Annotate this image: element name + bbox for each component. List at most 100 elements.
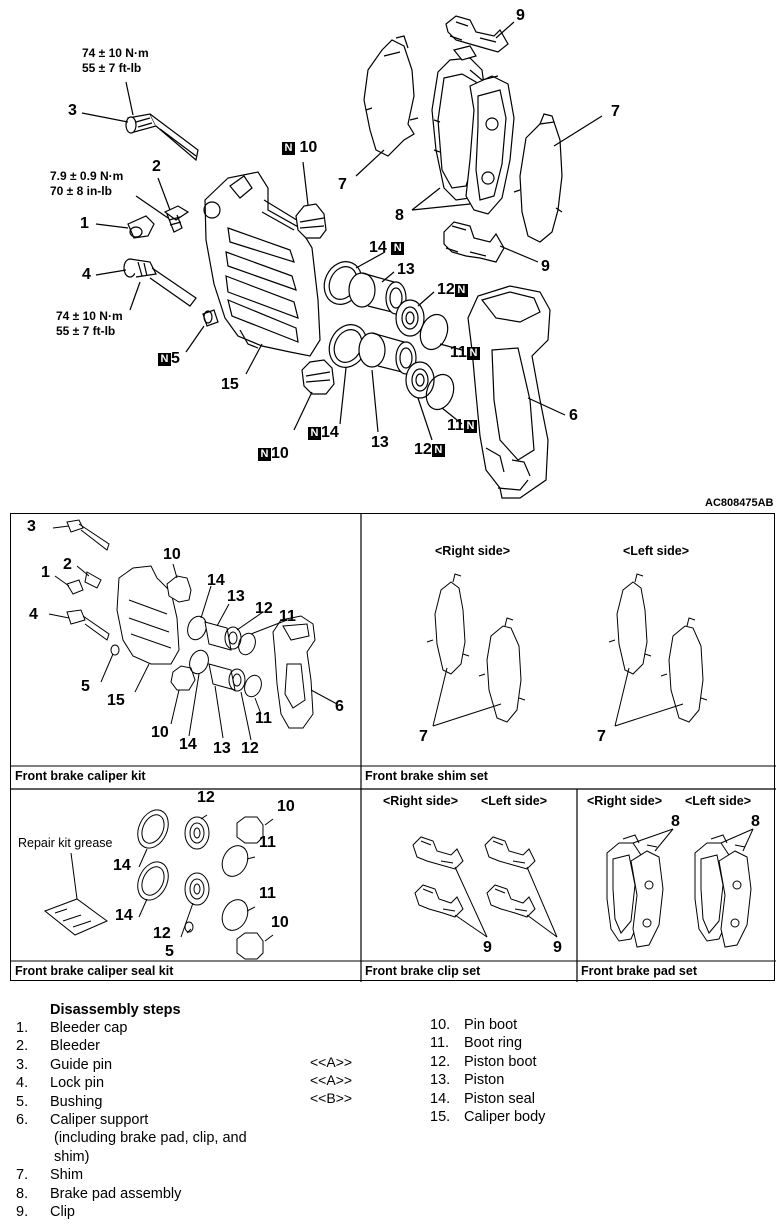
new-part-mark: N (431, 444, 445, 457)
shim-inner-drawing (513, 113, 563, 243)
callout-13b: 13 (371, 434, 389, 451)
left-step-text: Caliper support (50, 1112, 149, 1128)
clip-right-side-label: <Right side> (383, 794, 459, 808)
piston-boot-upper-drawing (395, 299, 425, 337)
seal-label-12b: 12 (153, 925, 171, 942)
callout-10b: 10 (271, 445, 289, 462)
leader-11a (439, 343, 463, 351)
shim-right-side-label: <Right side> (435, 544, 511, 558)
torque-guide-pin-metric: 74 ± 10 N·m (82, 46, 149, 60)
figure-id: AC808475AB (705, 497, 774, 509)
seal-kit-drawing (44, 809, 274, 960)
left-step-text: Bushing (50, 1093, 103, 1110)
boot-ring-lower-drawing (425, 373, 455, 411)
clip-set-drawing (412, 836, 558, 938)
leader-12a (417, 291, 435, 307)
callout-3: 3 (68, 102, 77, 119)
piston-lower-drawing (358, 332, 417, 375)
seal-label-12a: 12 (197, 789, 215, 806)
leader-7a (355, 149, 385, 177)
clip-right-label-9: 9 (483, 939, 492, 956)
piston-boot-lower-drawing (405, 361, 435, 399)
caliper-support-drawing (467, 285, 551, 499)
lock-pin-drawing (123, 258, 197, 307)
seal-label-14a: 14 (113, 857, 131, 874)
callout-6: 6 (569, 407, 578, 424)
shim-set-cell: <Right side> <Left side> 7 7 Front brake… (361, 514, 776, 789)
seal-label-11b: 11 (259, 885, 276, 902)
leader-10a (302, 161, 309, 206)
kit1-label-15: 15 (107, 692, 125, 709)
callout-14a-new: 14 N (369, 239, 405, 257)
caliper-kit-cell: 3 2 1 4 5 15 10 10 14 13 12 11 6 14 13 1… (11, 514, 361, 789)
callout-14b: 14 (321, 424, 339, 441)
kit-table-grid (11, 514, 776, 982)
pad-set-drawing (606, 828, 754, 948)
shim-left-label-7: 7 (597, 728, 606, 745)
pin-boot-upper-drawing (295, 203, 327, 239)
guide-pin-drawing (125, 113, 199, 162)
right-step-number: 12. (430, 1053, 451, 1070)
shim-set-drawing (426, 573, 708, 727)
left-step-number: 8. (16, 1185, 29, 1202)
callout-14a: 14 (369, 239, 387, 256)
leader-3-torque (125, 81, 134, 116)
leader-11b (441, 407, 463, 425)
torque-guide-pin: 74 ± 10 N·m 55 ± 7 ft-lb (82, 46, 149, 76)
left-step-number: 5. (16, 1093, 29, 1110)
bleeder-cap-drawing (127, 215, 155, 239)
left-step-text: Bleeder cap (50, 1020, 128, 1036)
seal-label-14b: 14 (115, 907, 133, 924)
bleeder-drawing (163, 205, 190, 233)
left-step-number: 4. (16, 1075, 29, 1092)
ref-lock-pin: <<A>> (310, 1072, 353, 1088)
callout-4: 4 (82, 266, 91, 283)
pad-right-label-8: 8 (671, 813, 680, 830)
clip-lower-drawing (443, 221, 505, 263)
seal-kit-caption: Front brake caliper seal kit (15, 964, 174, 978)
kit1-label-5: 5 (81, 678, 90, 695)
right-step-number: 13. (430, 1072, 451, 1089)
ref-bushing: <<B>> (310, 1090, 353, 1106)
kit1-label-12b: 12 (241, 740, 259, 757)
kit1-label-11b: 11 (255, 710, 272, 727)
new-part-mark: N (391, 242, 405, 255)
left-step-number: 2. (16, 1038, 29, 1055)
pin-boot-lower-drawing (301, 359, 335, 395)
callout-7a: 7 (338, 176, 347, 193)
callout-15: 15 (221, 376, 239, 393)
leader-15 (245, 343, 263, 375)
ref-guide-pin: <<A>> (310, 1054, 353, 1070)
leader-10b (293, 391, 313, 431)
leader-8b (411, 203, 471, 211)
callout-10a-new: N 10 (282, 139, 317, 157)
right-step-number: 15. (430, 1109, 451, 1125)
new-part-mark: N (282, 142, 295, 155)
clip-set-caption: Front brake clip set (365, 964, 481, 978)
torque-lock-pin-metric: 74 ± 10 N·m (56, 309, 123, 323)
new-part-mark: N (308, 427, 321, 440)
clip-set-cell: <Right side> <Left side> 9 9 Front brake… (361, 789, 577, 982)
caliper-kit-caption: Front brake caliper kit (15, 769, 146, 783)
kit1-label-13b: 13 (213, 740, 231, 757)
new-part-mark: N (454, 284, 468, 297)
left-step-text: (including brake pad, clip, and (54, 1130, 247, 1147)
pad-right-side-label: <Right side> (587, 794, 663, 808)
kit1-label-14a: 14 (207, 572, 225, 589)
left-step-number: 1. (16, 1020, 29, 1036)
kit1-label-10b: 10 (151, 724, 169, 741)
callout-9a: 9 (516, 7, 525, 24)
clip-left-side-label: <Left side> (481, 794, 547, 808)
kit1-label-12a: 12 (255, 600, 273, 617)
seal-label-11a: 11 (259, 834, 276, 851)
shim-left-side-label: <Left side> (623, 544, 689, 558)
callout-12a: 12 (437, 281, 455, 298)
left-step-number: 7. (16, 1167, 29, 1184)
bushing-drawing (202, 309, 219, 327)
torque-bleeder-imperial: 70 ± 8 in-lb (50, 184, 112, 198)
